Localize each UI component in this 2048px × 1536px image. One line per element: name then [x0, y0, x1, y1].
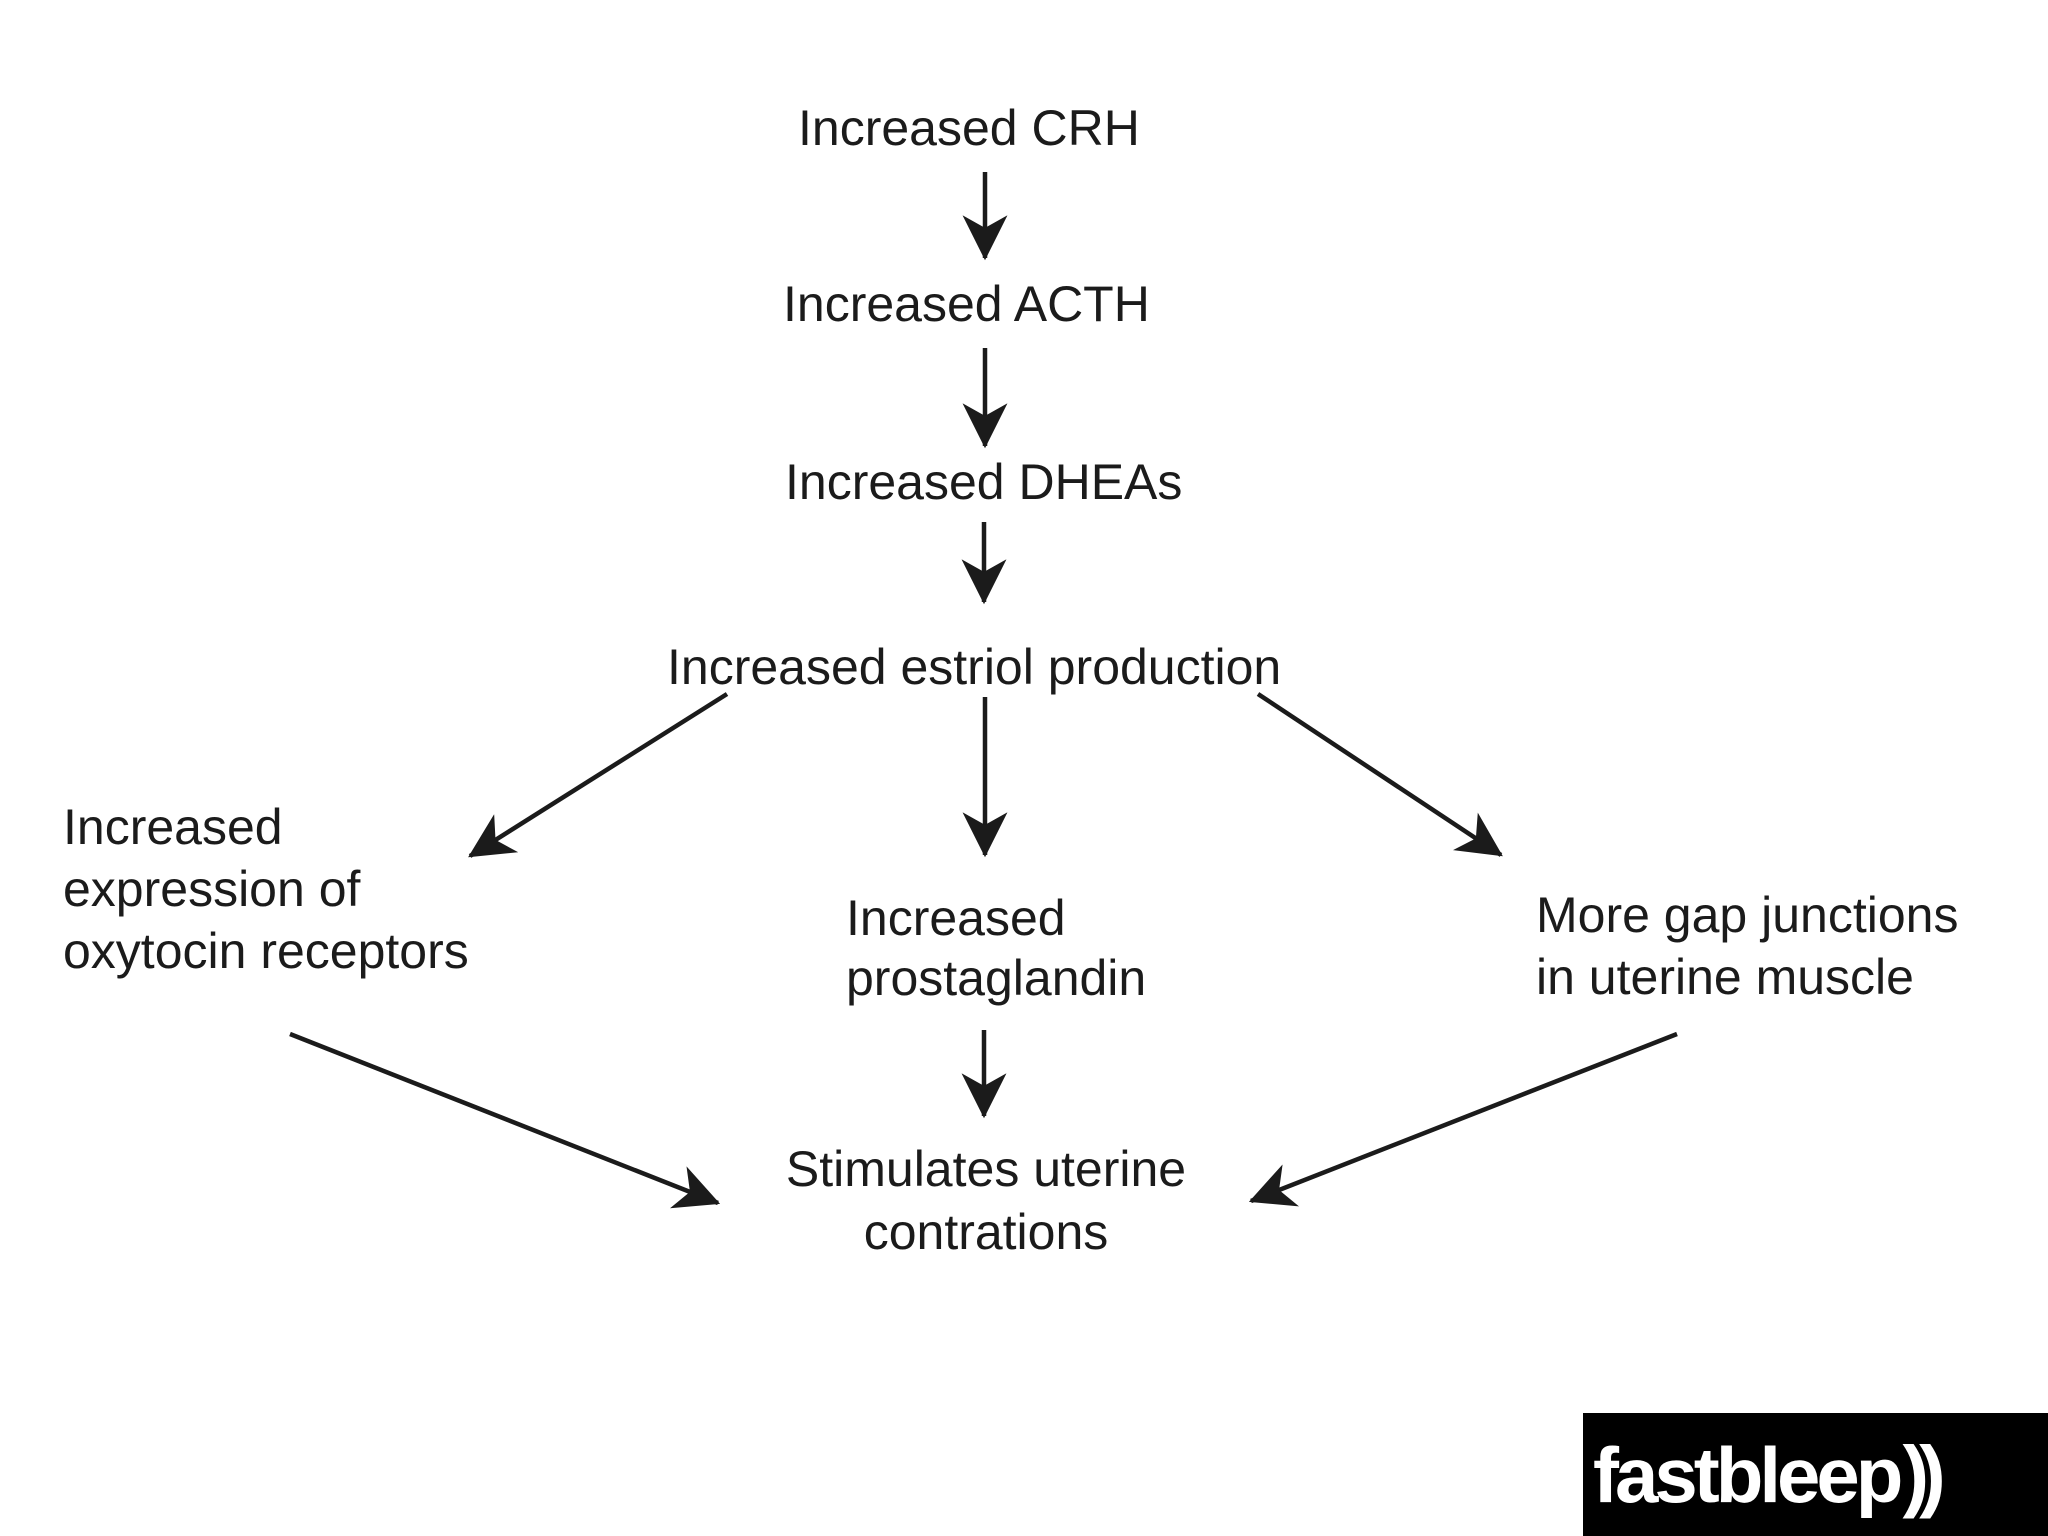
fastbleep-logo-text: fastbleep [1593, 1430, 1903, 1519]
edge-estriol-to-gap-junctions [1256, 692, 1503, 857]
sound-waves-icon: )) [1902, 1429, 1945, 1519]
node-gap-junctions: More gap junctions in uterine muscle [1536, 887, 1959, 1005]
node-increased-acth: Increased ACTH [783, 276, 1150, 332]
fastbleep-logo: fastbleep )) [1583, 1413, 2048, 1536]
node-oxytocin-receptors: Increased expression of oxytocin recepto… [63, 799, 469, 979]
node-increased-dheas: Increased DHEAs [785, 454, 1183, 510]
edge-estriol-to-oxytocin [468, 692, 729, 858]
edge-oxytocin-to-contractions [289, 1031, 721, 1209]
node-increased-crh: Increased CRH [798, 100, 1140, 156]
node-increased-estriol-production: Increased estriol production [667, 639, 1282, 695]
node-stimulates-uterine-contractions: Stimulates uterine contrations [785, 1141, 1187, 1260]
edge-gap-junctions-to-contractions [1248, 1031, 1678, 1207]
node-increased-prostaglandin: Increased prostaglandin [846, 890, 1147, 1006]
